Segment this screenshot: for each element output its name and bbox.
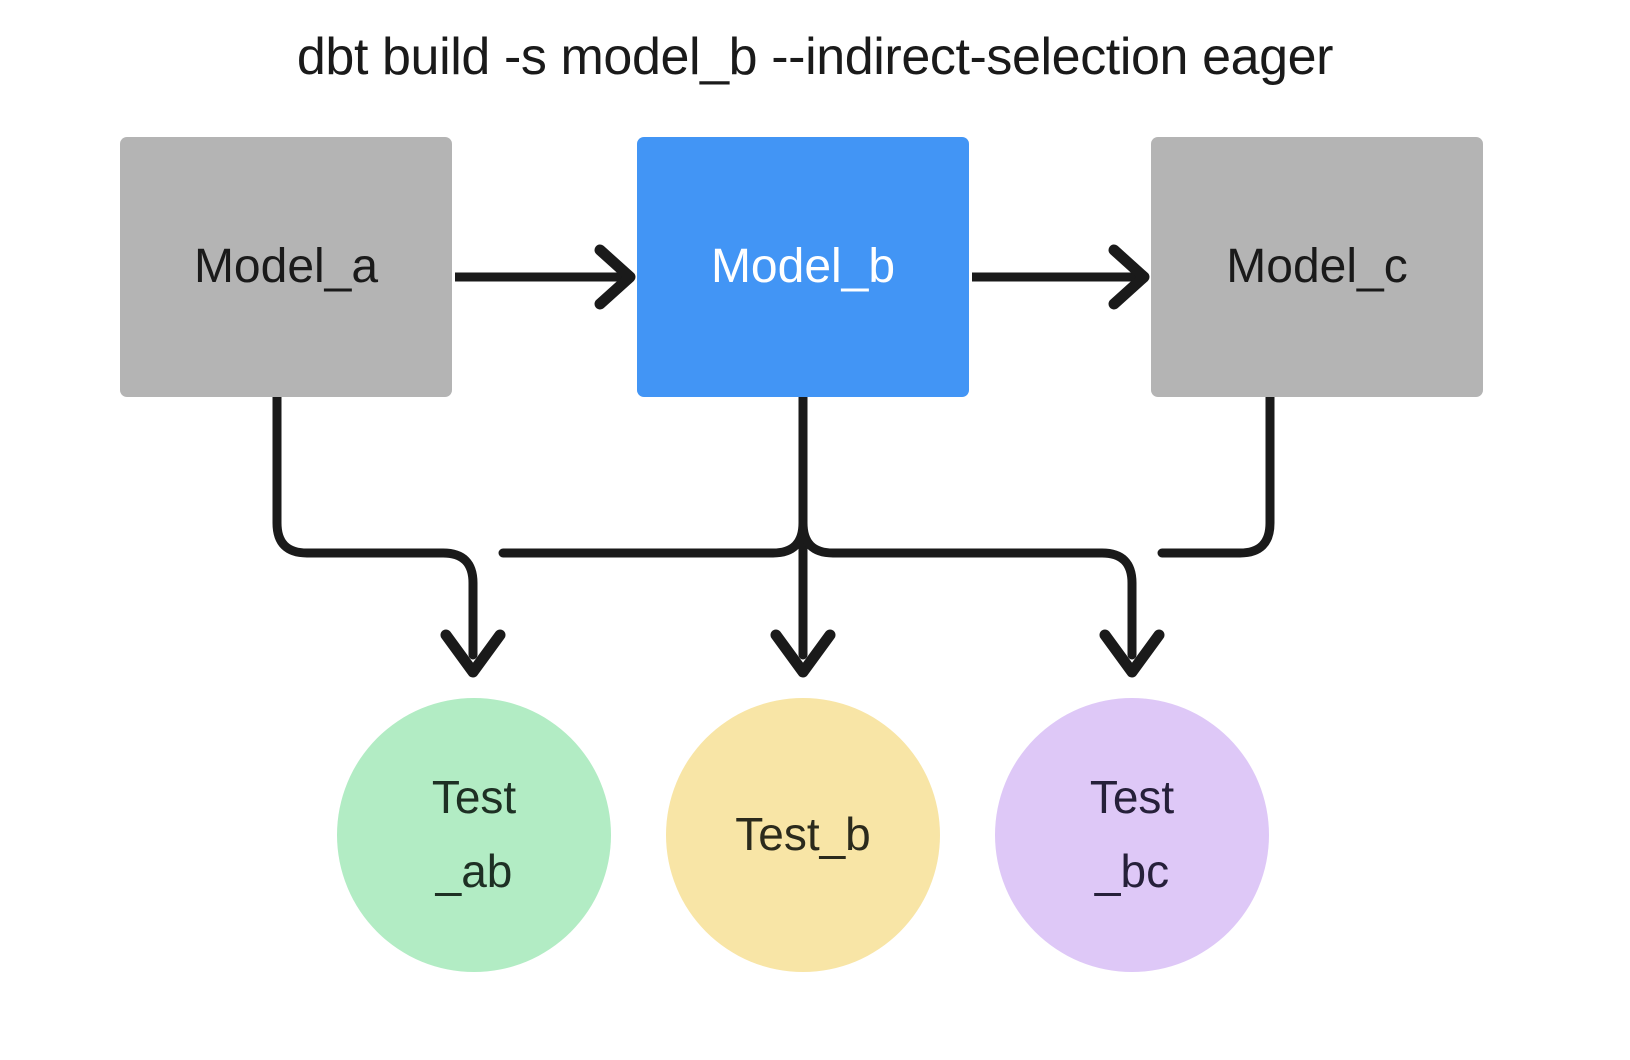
node-model-a-label: Model_a — [193, 239, 379, 293]
edge-model-a-to-test-ab — [272, 392, 506, 678]
node-test-b[interactable]: Test_b — [666, 698, 940, 972]
node-model-b-label: Model_b — [710, 239, 896, 293]
node-model-b[interactable]: Model_b — [637, 137, 969, 397]
node-test-bc[interactable]: Test _bc — [995, 698, 1269, 972]
node-test-bc-line-2: _bc — [1094, 845, 1170, 897]
diagram-title: dbt build -s model_b --indirect-selectio… — [296, 28, 1334, 86]
node-model-c[interactable]: Model_c — [1151, 137, 1483, 397]
node-test-b-line-1: Test_b — [735, 808, 871, 861]
node-model-a[interactable]: Model_a — [120, 137, 452, 397]
edge-model-b-to-test-ab — [498, 392, 808, 558]
node-test-ab-line-2: _ab — [435, 845, 513, 897]
node-test-bc-line-1: Test — [1089, 771, 1175, 824]
edge-model-b-to-model-c — [972, 244, 1150, 310]
node-test-ab[interactable]: Test _ab — [337, 698, 611, 972]
edge-model-b-to-test-b — [770, 392, 836, 678]
edge-model-a-to-model-b — [455, 244, 636, 310]
edge-model-c-to-test-bc — [1157, 392, 1275, 558]
node-model-c-label: Model_c — [1226, 239, 1408, 293]
node-test-ab-line-1: Test — [431, 771, 517, 824]
edge-model-b-to-test-bc — [798, 518, 1165, 678]
